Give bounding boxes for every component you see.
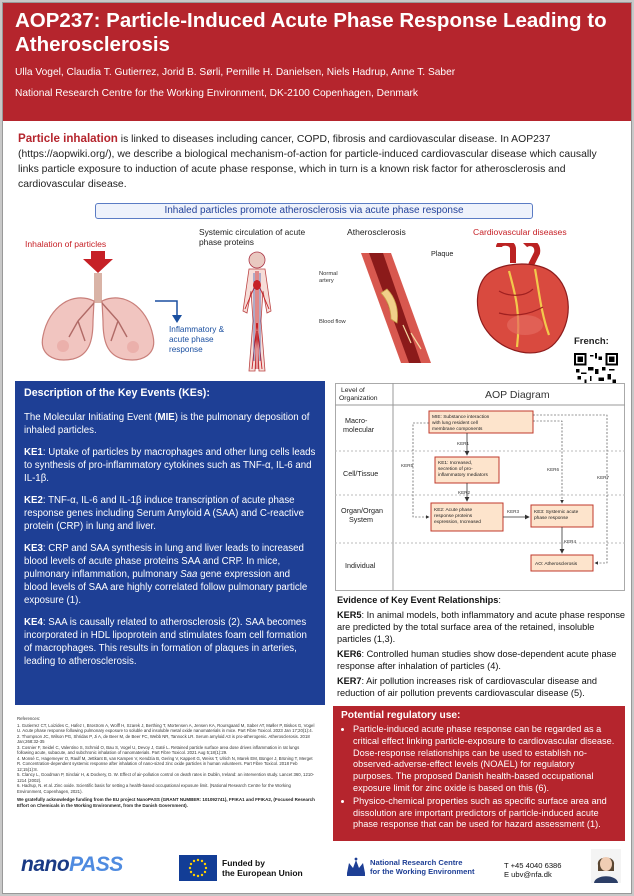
evidence-section: Evidence of Key Event Relationships: KER… (337, 594, 627, 702)
evidence-ker7: KER7: Air pollution increases risk of ca… (337, 676, 597, 698)
institution: National Research Centre for the Working… (15, 88, 418, 99)
ker7-label: KER7 (597, 475, 609, 480)
ker4-label: KER4 (564, 539, 576, 544)
label-normal-artery: Normal artery (319, 271, 338, 284)
contact-info: T +45 4040 6386 E ubv@nfa.dk (504, 861, 562, 879)
author-list: Ulla Vogel, Claudia T. Gutierrez, Jorid … (15, 67, 456, 78)
figure-banner: Inhaled particles promote atherosclerosi… (95, 203, 533, 219)
ker5-label: KER5 (401, 463, 413, 468)
pathway-figure: Inhaled particles promote atherosclerosi… (13, 201, 623, 376)
poster-header: AOP237: Particle-Induced Acute Phase Res… (3, 3, 631, 121)
ker1-label: KER1 (457, 441, 469, 446)
aop-ao-box: AO: Atherosclerosis (530, 554, 594, 572)
aop-level-individual: Individual (345, 561, 376, 570)
regulatory-title: Potential regulatory use: (341, 710, 461, 721)
french-label: French: (574, 336, 609, 347)
regulatory-item: Particle-induced acute phase response ca… (353, 724, 617, 795)
mie-paragraph: The Molecular Initiating Event (MIE) is … (24, 412, 310, 436)
label-inflammatory-response: Inflammatory & acute phase response (169, 325, 225, 354)
aop-title: AOP Diagram (485, 389, 550, 401)
intro-text: is linked to diseases including cancer, … (18, 134, 597, 190)
label-inhalation: Inhalation of particles (25, 239, 107, 249)
nrc-logo-text: National Research Centre for the Working… (370, 858, 475, 876)
regulatory-item: Physico-chemical properties such as spec… (353, 796, 617, 831)
references: References: 1. Gutierrez CT, Loizides C,… (17, 716, 317, 794)
ke4-paragraph: KE4: SAA is causally related to atherosc… (24, 617, 307, 667)
intro-highlight: Particle inhalation (18, 132, 118, 145)
eu-funding-text: Funded by the European Union (222, 858, 303, 878)
ke3-paragraph: KE3: CRP and SAA synthesis in lung and l… (24, 543, 308, 606)
aop-ke1-box: KE1: Increased,secretion of pro-inflamma… (434, 456, 500, 484)
svg-text:KE1: Increased,secretion of pr: KE1: Increased,secretion of pro-inflamma… (438, 460, 488, 478)
label-plaque: Plaque (431, 249, 454, 258)
lungs-illustration (41, 251, 155, 361)
intro-paragraph: Particle inhalation is linked to disease… (18, 131, 620, 192)
label-systemic-circulation: Systemic circulation of acute phase prot… (199, 227, 306, 247)
regulatory-box: Potential regulatory use: Particle-induc… (333, 706, 625, 841)
aop-level-macromolecular: Macro-molecular (343, 416, 375, 434)
ker6-label: KER6 (547, 467, 559, 472)
footer: nanoPASS Funded by the European Union Na… (3, 843, 631, 893)
poster-title: AOP237: Particle-Induced Acute Phase Res… (15, 9, 607, 56)
evidence-ker5: KER5: In animal models, both inflammator… (337, 610, 626, 644)
heart-illustration (476, 243, 569, 354)
evidence-title: Evidence of Key Event Relationships: (337, 595, 501, 605)
arrow-to-inflammation (155, 300, 182, 323)
ker3-label: KER3 (507, 509, 519, 514)
ke1-paragraph: KE1: Uptake of particles by macrophages … (24, 447, 316, 484)
reference-item: 2. Thompson JC, Wilson PG, Shridas P, Ji… (17, 733, 310, 745)
label-cardiovascular: Cardiovascular diseases (473, 227, 567, 237)
author-avatar (591, 849, 621, 883)
contact-phone: T +45 4040 6386 (504, 861, 562, 870)
reference-item: 3. Cosnier F, Seidel C, Valentino S, Sch… (17, 744, 300, 756)
evidence-ker6: KER6: Controlled human studies show dose… (337, 649, 617, 671)
key-events-title: Description of the Key Events (KEs): (24, 387, 210, 399)
label-atherosclerosis: Atherosclerosis (347, 227, 406, 237)
aop-level-cell-tissue: Cell/Tissue (343, 469, 378, 478)
key-events-box: Description of the Key Events (KEs): The… (15, 381, 325, 705)
reference-item: 6. Hadrup, N. et al. Zinc oxide. Scienti… (17, 783, 291, 794)
label-blood-flow: Blood flow (319, 319, 346, 325)
references-title: References: (17, 716, 41, 721)
reference-item: 4. Monsé C, Hagemeyer O, Raulf M, Jettka… (17, 755, 313, 772)
nanopass-logo: nanoPASS (21, 853, 123, 876)
reference-item: 5. Clancy L, Goodman P, Sinclair H, & Do… (17, 772, 315, 783)
ker2-label: KER2 (458, 490, 470, 495)
funding-acknowledgement: We gratefully acknowledge funding from t… (17, 797, 315, 808)
contact-email[interactable]: E ubv@nfa.dk (504, 870, 552, 879)
ke2-paragraph: KE2: TNF-α, IL-6 and IL-1β induce transc… (24, 495, 305, 532)
crown-icon (347, 857, 365, 876)
svg-text:AO: Atherosclerosis: AO: Atherosclerosis (535, 561, 578, 567)
artery-illustration (361, 253, 431, 363)
reference-item: 1. Gutierrez CT, Loizides C, Hafez I, Br… (17, 722, 315, 734)
circulation-illustration (242, 251, 272, 372)
eu-flag-icon (179, 855, 217, 881)
